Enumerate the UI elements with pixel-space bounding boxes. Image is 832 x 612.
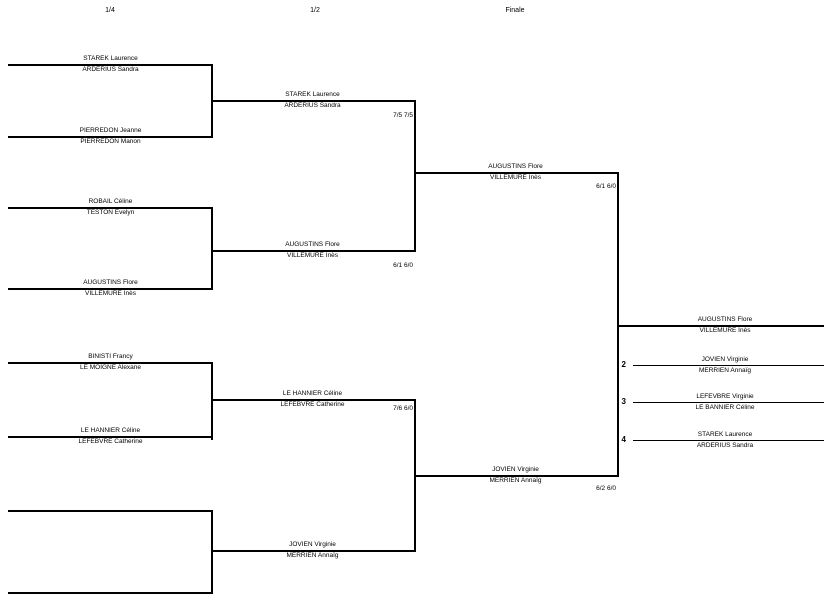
standings-row-2-rule <box>633 365 824 366</box>
standings-row-1-player1: AUGUSTINS Flore <box>697 316 753 323</box>
qf3-bottom-rule <box>8 436 213 438</box>
final-lower-player1: JOVIEN Virginie <box>492 466 539 473</box>
standings-row-4-player1: STAREK Laurence <box>697 431 753 438</box>
sf3-score: 7/6 6/0 <box>393 405 413 412</box>
sf2-score: 6/1 6/0 <box>393 262 413 269</box>
qf2-connector <box>211 207 213 290</box>
sf2-player1: AUGUSTINS Flore <box>285 241 340 248</box>
sf4-player1: JOVIEN Virginie <box>289 541 336 548</box>
standings-row-4-player2: ARDERIUS Sandra <box>696 442 754 449</box>
qf4-top-rule <box>8 510 213 512</box>
round-heading-semifinals: 1/2 <box>310 7 320 14</box>
qf1-bottom-player1: PIERREDON Jeanne <box>79 127 142 134</box>
sf1-score: 7/5 7/5 <box>393 112 413 119</box>
qf1-top-player2: ARDERIUS Sandra <box>82 66 139 73</box>
standings-row-1-rule <box>617 325 824 327</box>
qf2-top-player1: ROBAIL Céline <box>88 198 133 205</box>
qf1-top-rule <box>8 64 213 66</box>
qf2-bottom-player1: AUGUSTINS Flore <box>83 279 138 286</box>
qf3-top-rule <box>8 362 213 364</box>
round-heading-quarterfinals: 1/4 <box>105 7 115 14</box>
qf3-bottom-player2: LEFEBVRE Catherine <box>78 438 143 445</box>
final-connector <box>617 172 619 477</box>
round-heading-final: Finale <box>505 7 525 14</box>
sf1-player1: STAREK Laurence <box>285 91 340 98</box>
qf1-bottom-rule <box>8 136 213 138</box>
sf3-rule <box>211 399 416 401</box>
standings-row-3-player2: LE BANNIER Céline <box>695 404 755 411</box>
standings-row-3-player1: LEFEVBRE Virginie <box>696 393 754 400</box>
qf4-bottom-rule <box>8 592 213 594</box>
final-lower-player2: MERRIEN Annaïg <box>489 477 542 484</box>
standings-rank-2: 2 <box>621 360 626 369</box>
sf4-player2: MERRIEN Annaïg <box>286 552 339 559</box>
sf2-rule <box>211 250 416 252</box>
qf2-bottom-player2: VILLEMURE Inès <box>85 290 136 297</box>
standings-rank-4: 4 <box>621 435 626 444</box>
final-upper-score: 6/1 6/0 <box>596 183 616 190</box>
sf3-player1: LE HANNIER Céline <box>282 390 343 397</box>
sf-upper-connector <box>414 100 416 252</box>
qf2-top-rule <box>8 207 213 209</box>
qf3-bottom-player1: LE HANNIER Céline <box>80 427 141 434</box>
sf1-rule <box>211 100 416 102</box>
qf2-top-player2: TESTON Evelyn <box>86 209 135 216</box>
qf3-top-player2: LE MOIGNE Alexane <box>79 364 142 371</box>
standings-row-1-player2: VILLEMURE Inès <box>699 327 751 334</box>
qf3-connector <box>211 362 213 440</box>
final-lower-score: 6/2 6/0 <box>596 485 616 492</box>
qf1-bottom-player2: PIERREDON Manon <box>80 138 141 145</box>
standings-row-3-rule <box>633 402 824 403</box>
final-upper-player1: AUGUSTINS Flore <box>488 163 543 170</box>
final-upper-rule <box>414 172 619 174</box>
standings-rank-3: 3 <box>621 397 626 406</box>
qf4-connector <box>211 510 213 594</box>
qf1-top-player1: STAREK Laurence <box>83 55 138 62</box>
sf2-player2: VILLEMURE Inès <box>287 252 338 259</box>
standings-row-2-player1: JOVIEN Virginie <box>701 356 749 363</box>
qf3-top-player1: BINISTI Francy <box>88 353 133 360</box>
sf4-rule <box>211 550 416 552</box>
sf1-player2: ARDERIUS Sandra <box>284 102 341 109</box>
sf3-player2: LEFEBVRE Catherine <box>280 401 345 408</box>
standings-row-4-rule <box>633 440 824 441</box>
final-lower-rule <box>414 475 619 477</box>
standings-row-2-player2: MERRIEN Annaïg <box>698 367 752 374</box>
final-upper-player2: VILLEMURE Inès <box>490 174 541 181</box>
qf2-bottom-rule <box>8 288 213 290</box>
